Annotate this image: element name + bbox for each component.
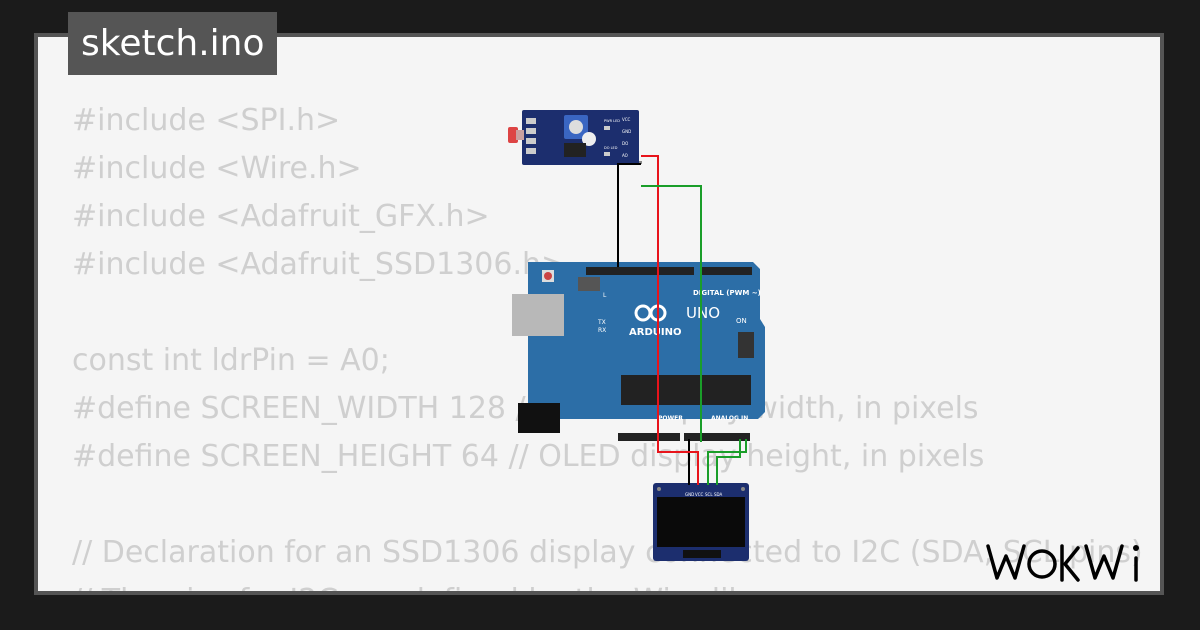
wire-oled-vcc [657,437,699,485]
arduino-led-label: RX [598,327,606,334]
sensor-pwr-led-label: PWR LED [604,119,620,123]
code-editor: #include <SPI.h> #include <Wire.h> #includ… [72,97,1143,591]
sensor-pin-label: AO [622,153,628,158]
oled-pin-label: SCL [705,492,713,497]
code-line: #include <Adafruit_GFX.h> [72,199,490,234]
digital-header-left [586,267,694,275]
wire-oled-scl [707,439,747,485]
power-pins-label: POWER [658,415,683,422]
on-led-label: ON [736,317,747,325]
circuit-diagram: PWR LED DO LED VCC GND DO AO L [508,110,765,561]
file-tab[interactable]: sketch.ino [68,12,278,75]
code-line: // The pins for I2C are defined by the W… [72,577,1143,591]
oled-pin-label: VCC [695,492,704,497]
digital-pins-label: DIGITAL (PWM ~) [693,289,761,297]
arduino-led-label: TX [597,319,606,326]
oled-screen [657,497,745,547]
wokwi-logo [986,544,1139,582]
code-line: #include <Wire.h> [72,151,362,186]
arduino-uno-board[interactable]: L TX RX ARDUINO UNO DIGITAL (PWM ~) ON P… [512,262,765,441]
wire-oled-sda [716,439,741,485]
wire-vcc-sensor [641,155,659,437]
digital-header-right [700,267,752,275]
sensor-pin-label: GND [622,129,631,134]
sensor-pin-label: VCC [622,117,631,122]
arduino-brand-label: ARDUINO [629,327,681,338]
arduino-led-label: L [603,292,607,299]
oled-pin-label: GND [685,492,694,497]
sketch-preview-card: #include <SPI.h> #include <Wire.h> #includ… [34,33,1164,595]
power-header [618,433,680,441]
wire-gnd-sensor [617,163,641,267]
sensor-pin-label: DO [622,141,628,146]
code-line: #include <SPI.h> [72,103,341,138]
oled-display[interactable]: GND VCC SCL SDA [653,483,749,561]
oled-pin-label: SDA [714,492,723,497]
code-line: const int ldrPin = A0; [72,343,390,378]
analog-pins-label: ANALOG IN [711,415,748,422]
analog-header [684,433,750,441]
arduino-model-label: UNO [686,304,720,322]
atmega-chip [621,375,751,405]
code-line: // Declaration for an SSD1306 display co… [72,535,1143,570]
code-line: #include <Adafruit_SSD1306.h> [72,247,567,282]
sensor-do-led-label: DO LED [604,146,618,150]
wires [617,155,747,485]
wire-ao-sensor [641,185,702,442]
ldr-sensor-module[interactable]: PWR LED DO LED VCC GND DO AO [508,110,642,165]
code-line: #define SCREEN_HEIGHT 64 // OLED display… [72,439,985,474]
